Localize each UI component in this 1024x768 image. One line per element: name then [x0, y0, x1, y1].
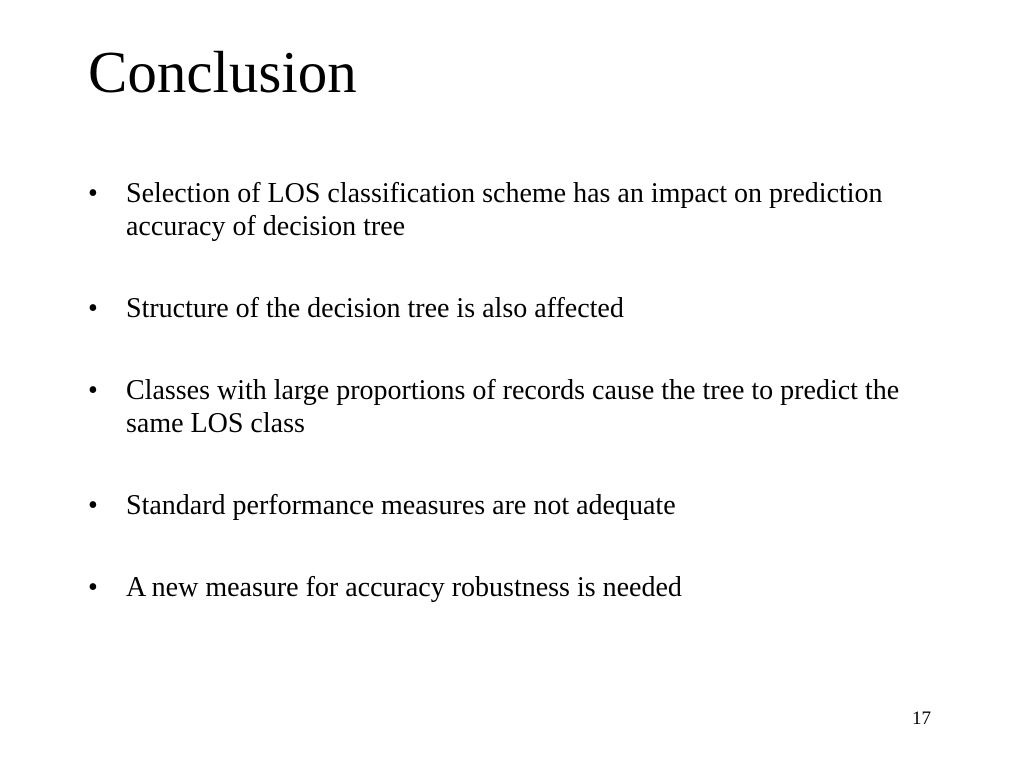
bullet-icon: •	[88, 375, 98, 406]
bullet-icon: •	[88, 293, 98, 324]
bullet-item: • A new measure for accuracy robustness …	[88, 571, 948, 604]
bullet-list: • Selection of LOS classification scheme…	[88, 177, 948, 604]
bullet-text: Structure of the decision tree is also a…	[126, 293, 624, 324]
bullet-icon: •	[88, 178, 98, 209]
bullet-text: Classes with large proportions of record…	[126, 375, 900, 439]
bullet-icon: •	[88, 490, 98, 521]
bullet-item: • Selection of LOS classification scheme…	[88, 177, 948, 243]
bullet-text: Standard performance measures are not ad…	[126, 490, 676, 521]
bullet-item: • Classes with large proportions of reco…	[88, 374, 948, 440]
bullet-text: Selection of LOS classification scheme h…	[126, 178, 883, 242]
bullet-item: • Structure of the decision tree is also…	[88, 292, 948, 325]
bullet-text: A new measure for accuracy robustness is…	[126, 572, 682, 603]
slide-title: Conclusion	[88, 39, 357, 105]
bullet-item: • Standard performance measures are not …	[88, 489, 948, 522]
page-number: 17	[912, 708, 931, 729]
bullet-icon: •	[88, 572, 98, 603]
